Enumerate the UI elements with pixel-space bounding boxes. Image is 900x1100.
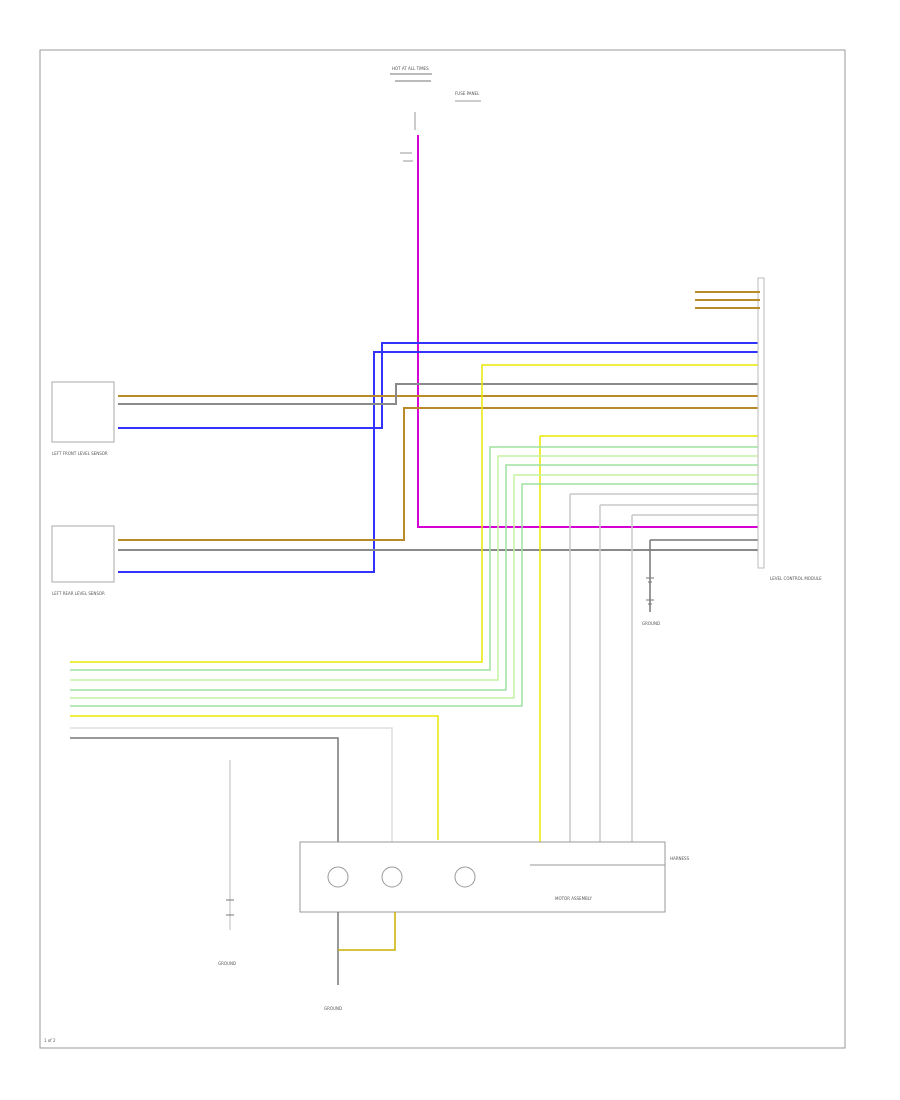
- fuse-label: FUSE PANEL: [455, 91, 480, 96]
- ground-left-label: GROUND: [218, 961, 236, 966]
- fuse-text-line: [455, 100, 481, 102]
- brown-wire: [118, 407, 760, 541]
- black-wire: [70, 737, 339, 842]
- motor-circle: [454, 866, 476, 888]
- fuse-text-line: [403, 160, 413, 162]
- header-text-line: [395, 80, 431, 82]
- left-front-sensor-label: LEFT FRONT LEVEL SENSOR: [52, 451, 108, 456]
- yellow-return-wire: [338, 912, 396, 951]
- white-wire: [631, 514, 760, 842]
- green-wire: [70, 483, 760, 707]
- motor-assembly-label: MOTOR ASSEMBLY: [555, 896, 592, 901]
- header-label: HOT AT ALL TIMES: [392, 66, 429, 71]
- yellow-wire: [539, 435, 760, 842]
- green-wire: [70, 446, 760, 671]
- left-front-sensor: [51, 381, 115, 443]
- header-text-line: [390, 73, 432, 75]
- harness-label: HARNESS: [670, 856, 690, 861]
- fuse-text-line: [400, 152, 412, 154]
- ground-right-label: GROUND: [642, 621, 660, 626]
- motor-assembly: [299, 841, 666, 913]
- module-connector: [757, 277, 765, 569]
- white-wire: [569, 493, 760, 842]
- yellow-wire: [70, 715, 439, 840]
- yellow-wire: [70, 364, 760, 663]
- violet-wire: [417, 135, 760, 528]
- ground-left: [226, 899, 234, 916]
- gray-wire: [118, 383, 760, 405]
- left-rear-sensor-label: LEFT REAR LEVEL SENSOR: [52, 591, 105, 596]
- blue-wire: [118, 342, 760, 429]
- harness-line: [530, 864, 665, 913]
- green-wire: [70, 455, 760, 681]
- white-wire: [70, 727, 393, 842]
- module-label: LEVEL CONTROL MODULE: [770, 576, 822, 581]
- blue-wire: [118, 351, 760, 573]
- left-rear-sensor: [51, 525, 115, 583]
- diagram-frame: [39, 49, 846, 1049]
- motor-circle: [381, 866, 403, 888]
- motor-circle: [327, 866, 349, 888]
- ground-right: [646, 577, 654, 605]
- ground-mid-label: GROUND: [324, 1006, 342, 1011]
- green-wire: [70, 474, 760, 699]
- green-wire: [70, 464, 760, 691]
- white-wire: [599, 504, 760, 842]
- footer-label: 1 of 2: [44, 1038, 56, 1043]
